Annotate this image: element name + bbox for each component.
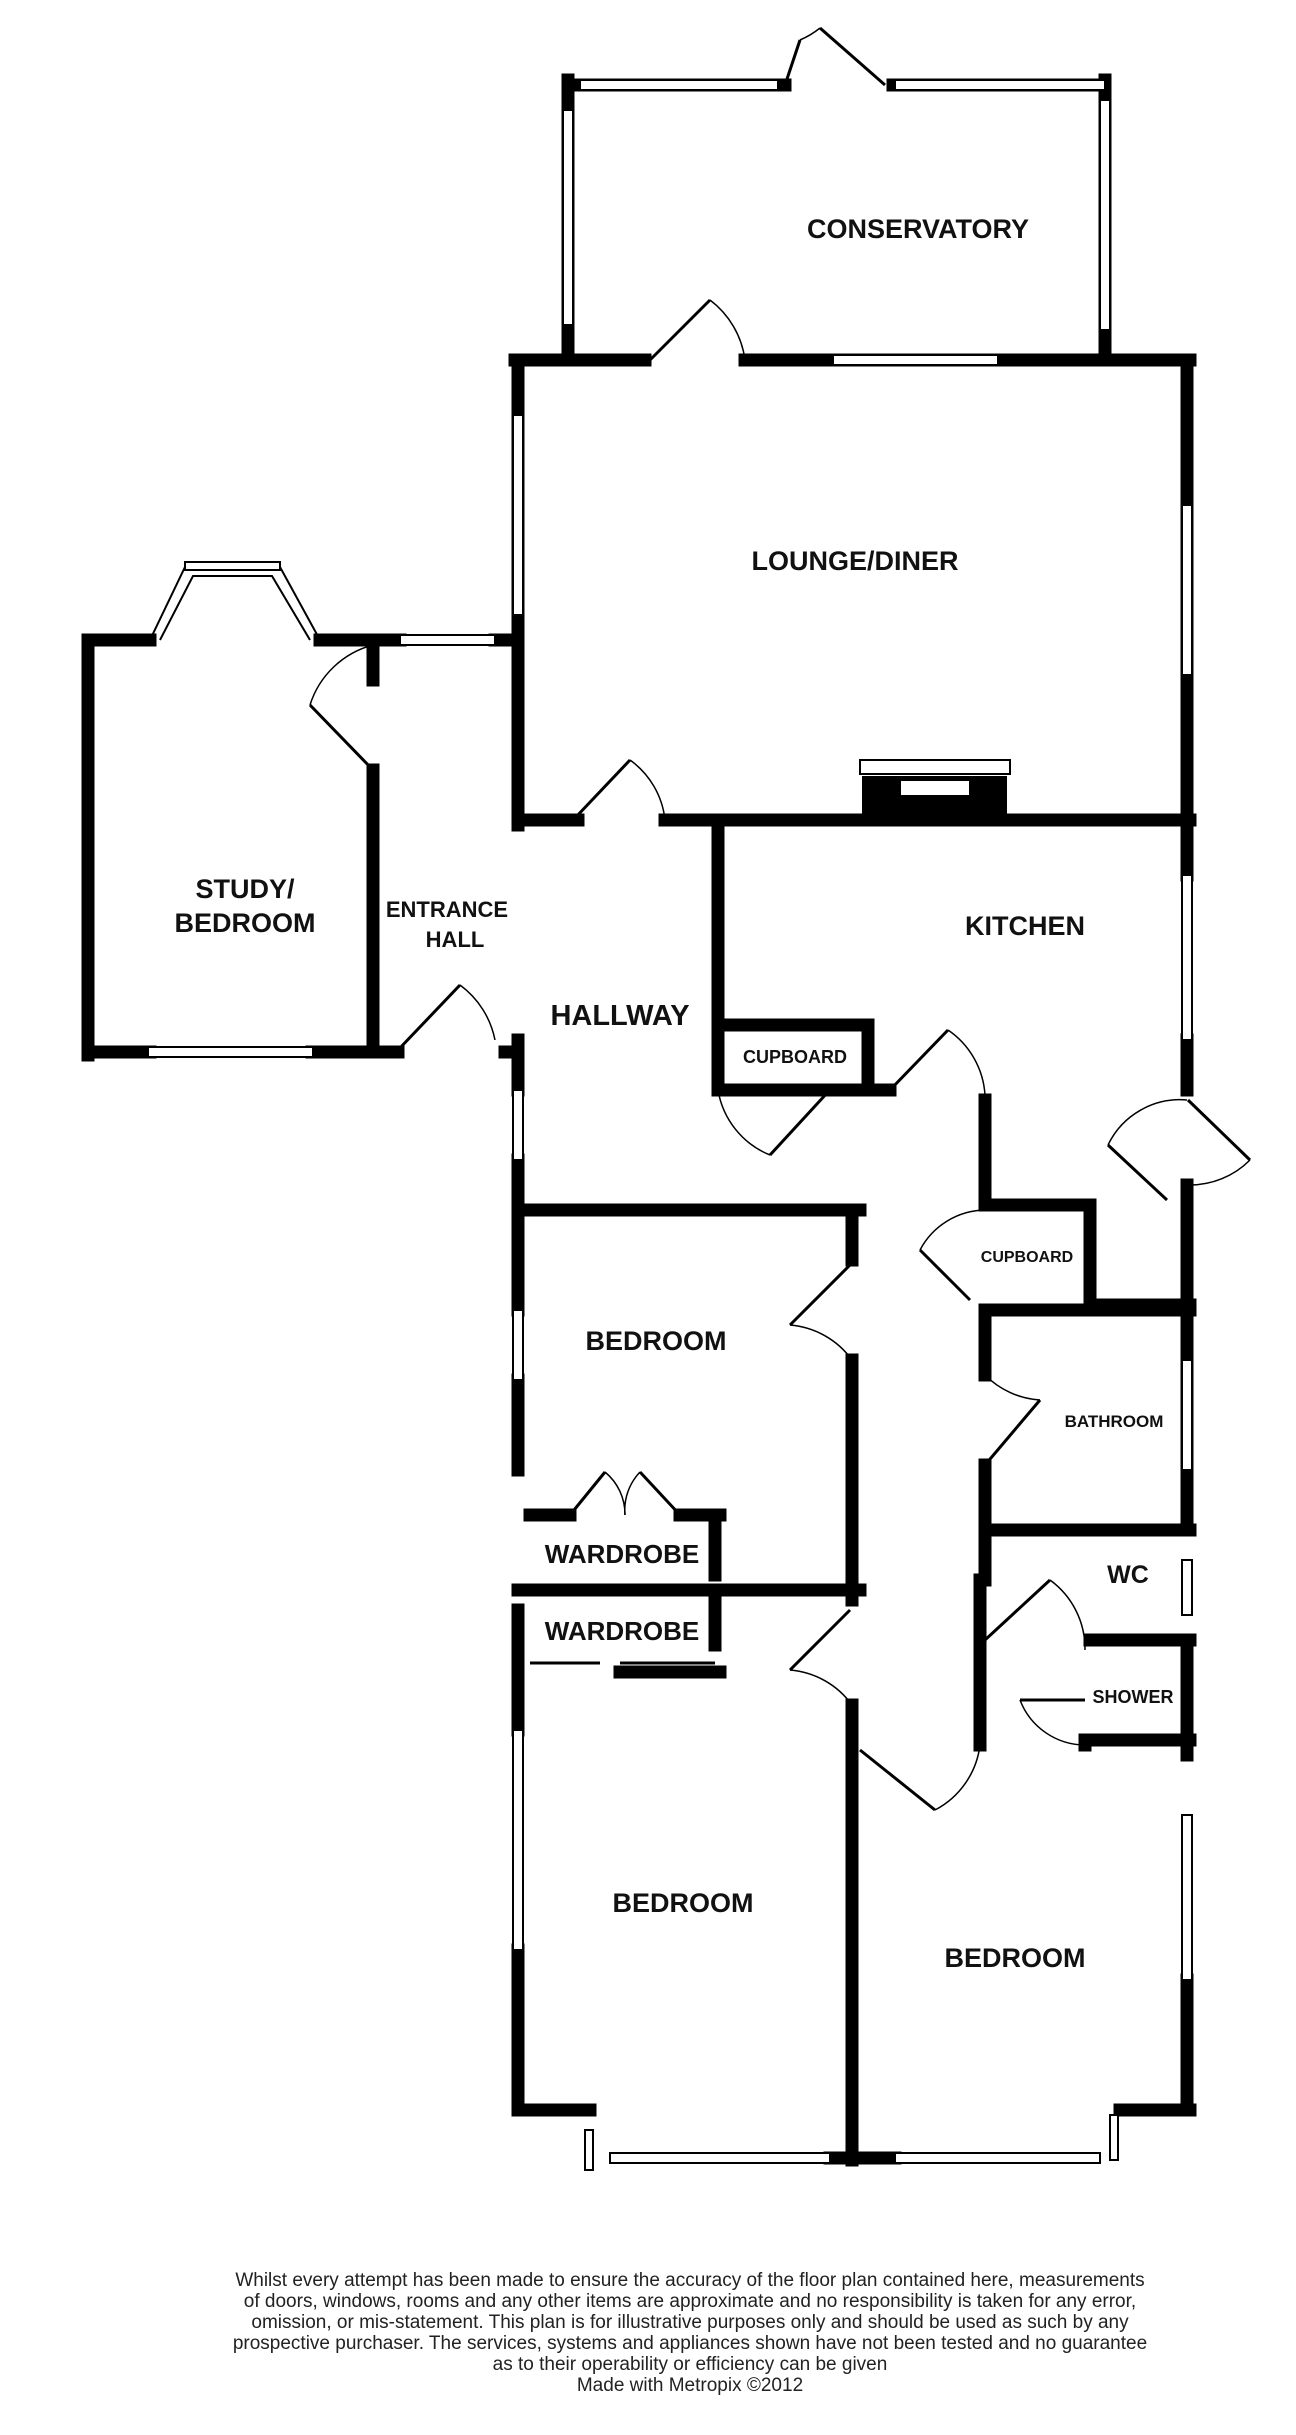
study-label-line1: STUDY/ bbox=[195, 874, 295, 904]
cupboard-label-1: CUPBOARD bbox=[743, 1047, 847, 1067]
bedroom-label-2: BEDROOM bbox=[613, 1888, 754, 1918]
doors bbox=[308, 26, 1252, 1812]
disclaimer-line-1: Whilst every attempt has been made to en… bbox=[235, 2270, 1145, 2291]
hallway-label: HALLWAY bbox=[550, 1000, 689, 1032]
wardrobe-label-2: WARDROBE bbox=[545, 1616, 700, 1646]
bedroom-label-1: BEDROOM bbox=[586, 1326, 727, 1356]
disclaimer-line-5: as to their operability or efficiency ca… bbox=[492, 2354, 888, 2375]
disclaimer: Whilst every attempt has been made to en… bbox=[140, 2270, 1240, 2396]
credit-line: Made with Metropix ©2012 bbox=[576, 2375, 804, 2396]
lounge-diner-label: LOUNGE/DINER bbox=[751, 546, 958, 576]
fireplace bbox=[859, 759, 1011, 816]
cupboard-label-2: CUPBOARD bbox=[981, 1249, 1073, 1266]
disclaimer-line-4: prospective purchaser. The services, sys… bbox=[232, 2333, 1148, 2354]
wardrobe-label-1: WARDROBE bbox=[545, 1539, 700, 1569]
bedroom-label-3: BEDROOM bbox=[945, 1943, 1086, 1973]
windows bbox=[147, 79, 1193, 2171]
conservatory-label: CONSERVATORY bbox=[807, 214, 1029, 244]
study-label-line2: BEDROOM bbox=[175, 908, 316, 938]
shower-label: SHOWER bbox=[1093, 1687, 1174, 1707]
floor-plan: CONSERVATORY LOUNGE/DINER STUDY/ BEDROOM… bbox=[81, 26, 1252, 2171]
entrance-hall-label-line1: ENTRANCE bbox=[386, 897, 508, 922]
entrance-hall-label-line2: HALL bbox=[426, 927, 485, 952]
walls bbox=[81, 73, 1197, 2167]
wc-label: WC bbox=[1107, 1561, 1149, 1589]
kitchen-label: KITCHEN bbox=[965, 911, 1085, 941]
disclaimer-line-2: of doors, windows, rooms and any other i… bbox=[243, 2291, 1137, 2312]
bathroom-label: BATHROOM bbox=[1065, 1412, 1164, 1431]
disclaimer-line-3: omission, or mis-statement. This plan is… bbox=[251, 2312, 1129, 2333]
